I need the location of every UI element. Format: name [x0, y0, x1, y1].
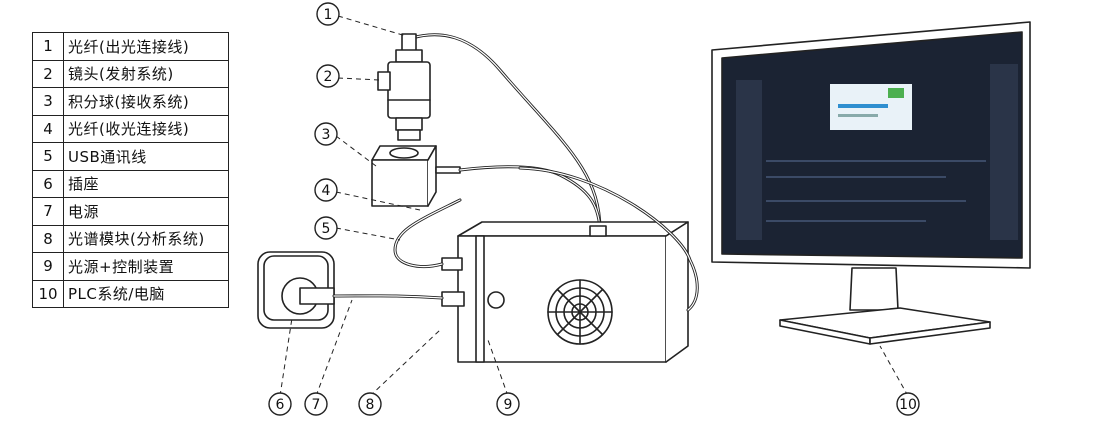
svg-text:5: 5 [322, 221, 331, 237]
monitor [711, 21, 1031, 345]
fiber-4 [458, 165, 602, 230]
legend-number: 9 [32, 252, 64, 281]
legend-text: 光纤(收光连接线) [63, 114, 229, 143]
callout-5: 5 [314, 216, 338, 240]
legend-text: USB通讯线 [63, 142, 229, 171]
callout-10: 10 [896, 392, 920, 416]
legend-text: PLC系统/电脑 [63, 279, 229, 308]
legend-text: 电源 [63, 197, 229, 226]
callout-4: 4 [314, 178, 338, 202]
legend-number: 1 [32, 32, 64, 61]
screen-content [736, 64, 1018, 240]
svg-text:9: 9 [504, 397, 513, 413]
svg-text:6: 6 [276, 397, 285, 413]
legend-text: 光源+控制装置 [63, 252, 229, 281]
callout-8: 8 [358, 392, 382, 416]
legend-number: 8 [32, 224, 64, 253]
callout-9: 9 [496, 392, 520, 416]
wall-socket [257, 251, 335, 329]
callout-7: 7 [304, 392, 328, 416]
spectrometer-box [441, 221, 689, 363]
legend-text: 积分球(接收系统) [63, 87, 229, 116]
legend-text: 镜头(发射系统) [63, 59, 229, 88]
leader-lines [279, 15, 909, 397]
legend-number: 5 [32, 142, 64, 171]
legend-text: 插座 [63, 169, 229, 198]
svg-text:7: 7 [312, 397, 321, 413]
svg-text:2: 2 [324, 69, 333, 85]
callout-2: 2 [316, 64, 340, 88]
svg-text:4: 4 [322, 183, 331, 199]
legend-number: 6 [32, 169, 64, 198]
legend-number: 10 [32, 279, 64, 308]
legend-number: 7 [32, 197, 64, 226]
fiber-1 [410, 33, 602, 232]
svg-text:1: 1 [324, 7, 333, 23]
callout-6: 6 [268, 392, 292, 416]
lens [377, 33, 431, 141]
svg-text:10: 10 [899, 397, 917, 413]
callout-1: 1 [316, 2, 340, 26]
usb-cable [393, 198, 462, 268]
svg-text:8: 8 [366, 397, 375, 413]
legend-text: 光谱模块(分析系统) [63, 224, 229, 253]
integrating-sphere [371, 145, 461, 207]
callout-markers: 1 2 3 4 5 6 7 8 9 10 [268, 2, 920, 416]
svg-text:3: 3 [322, 127, 331, 143]
callout-3: 3 [314, 122, 338, 146]
